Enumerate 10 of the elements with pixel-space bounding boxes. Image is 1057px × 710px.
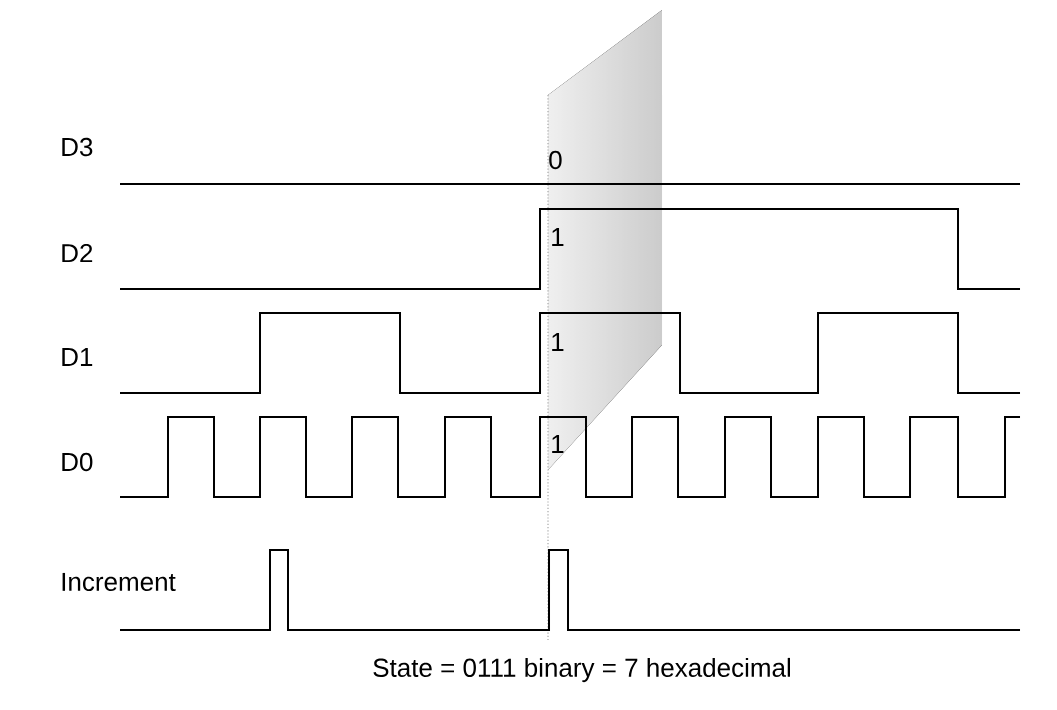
signal-label: D0 <box>62 452 93 472</box>
signal-label: D2 <box>62 243 93 263</box>
signal-label: D3 <box>62 137 93 157</box>
caption: State = 0111 binary = 7 hexadecimal <box>373 657 790 683</box>
signal-label: Increment <box>62 572 176 592</box>
bit-value: 0 <box>549 150 562 170</box>
bit-value: 1 <box>552 228 564 246</box>
signal-label: D1 <box>62 348 93 366</box>
bit-value: 1 <box>552 435 564 453</box>
bit-value: 1 <box>552 333 564 351</box>
